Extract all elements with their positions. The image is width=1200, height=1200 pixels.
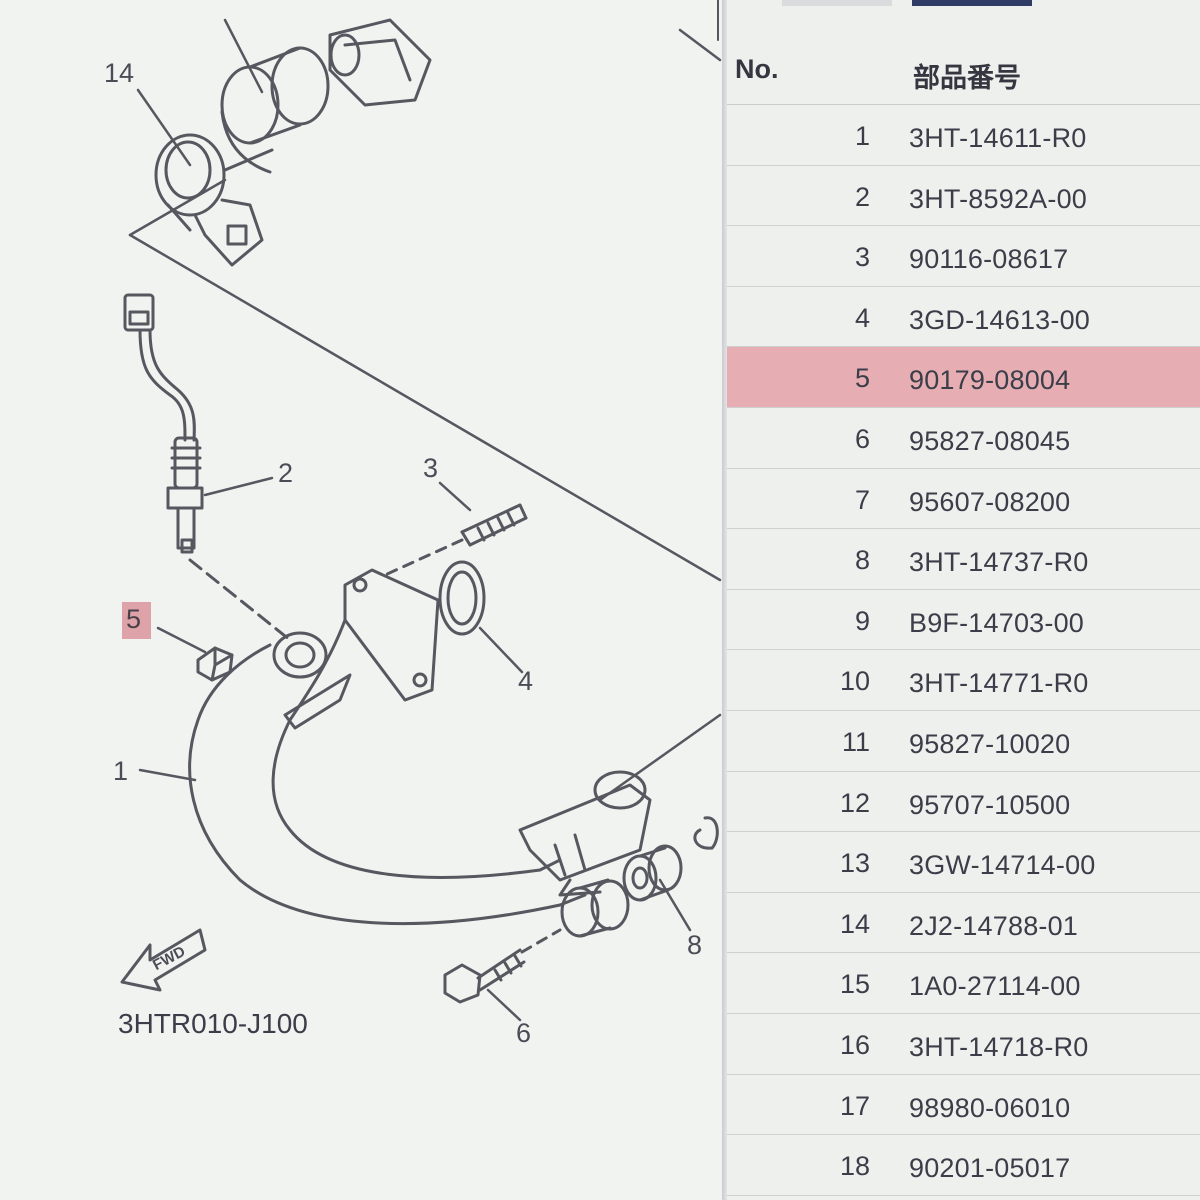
table-row[interactable]: 10 3HT-14771-R0 — [727, 650, 1200, 711]
table-row[interactable]: 6 95827-08045 — [727, 408, 1200, 469]
row-number: 10 — [839, 666, 870, 697]
callout-4: 4 — [518, 666, 534, 696]
row-number: 7 — [854, 484, 870, 515]
row-number: 18 — [839, 1151, 870, 1182]
row-number: 13 — [839, 848, 870, 879]
table-row[interactable]: 13 3GW-14714-00 — [727, 832, 1200, 893]
gasket-part — [438, 560, 486, 636]
table-row[interactable]: 8 3HT-14737-R0 — [727, 529, 1200, 590]
row-number: 16 — [839, 1029, 870, 1060]
clamp-part — [154, 133, 264, 267]
table-row-highlighted[interactable]: 5 90179-08004 — [727, 347, 1200, 408]
pane-divider[interactable] — [722, 0, 727, 1200]
parts-diagram: 14 2 3 5 4 1 8 6 FWD 3HTR010-J100 — [104, 0, 722, 1048]
fwd-arrow-icon — [120, 928, 207, 992]
row-number: 1 — [854, 121, 870, 151]
part-number[interactable]: 90179-08004 — [909, 365, 1071, 396]
callout-8: 8 — [687, 930, 703, 960]
tab-stub-active[interactable] — [912, 0, 1032, 6]
part-number[interactable]: 3GW-14714-00 — [909, 850, 1096, 881]
table-row[interactable]: 9 B9F-14703-00 — [727, 590, 1200, 651]
exhaust-pipe-part — [188, 568, 652, 926]
part-number[interactable]: 2J2-14788-01 — [909, 910, 1079, 941]
part-number[interactable]: 3HT-8592A-00 — [909, 183, 1088, 214]
part-number[interactable]: 95827-08045 — [909, 425, 1071, 456]
part-number[interactable]: 3HT-14771-R0 — [909, 668, 1089, 699]
table-row[interactable]: 16 3HT-14718-R0 — [727, 1014, 1200, 1075]
table-row[interactable]: 3 90116-08617 — [727, 226, 1200, 287]
callout-14: 14 — [104, 58, 135, 88]
part-number[interactable]: 1A0-27114-00 — [909, 971, 1081, 1002]
exhaust-exploded-view — [120, 0, 722, 1022]
part-number[interactable]: 3HT-14718-R0 — [909, 1031, 1089, 1062]
header-no: No. — [735, 54, 779, 84]
header-part-number: 部品番号 — [913, 63, 1021, 93]
callout-5-highlighted: 5 — [122, 602, 152, 639]
part-number[interactable]: 95607-08200 — [909, 486, 1071, 517]
top-tab-strip — [722, 0, 1200, 6]
row-number: 9 — [854, 605, 870, 636]
row-number: 11 — [841, 726, 870, 757]
row-number: 17 — [839, 1090, 870, 1121]
row-number: 8 — [854, 545, 870, 576]
row-number: 6 — [854, 423, 870, 454]
stud-bolt-part — [383, 503, 528, 577]
table-row[interactable]: 11 95827-10020 — [727, 711, 1200, 772]
row-number: 2 — [854, 181, 870, 212]
part-number[interactable]: 3HT-14737-R0 — [909, 547, 1089, 578]
part-number[interactable]: 3HT-14611-R0 — [909, 123, 1087, 153]
row-number: 14 — [839, 908, 870, 939]
flange-bolt-part — [443, 928, 562, 1004]
part-number[interactable]: 98980-06010 — [909, 1092, 1071, 1123]
part-number[interactable]: 3GD-14613-00 — [909, 304, 1091, 335]
part-number[interactable]: 95827-10020 — [909, 728, 1071, 759]
o2-sensor-part — [123, 293, 292, 642]
parts-table: No. 部品番号 1 3HT-14611-R0 2 3HT-8592A-00 3 9011… — [727, 36, 1200, 1196]
row-number: 15 — [839, 969, 870, 1000]
table-row[interactable]: 18 90201-05017 — [727, 1135, 1200, 1196]
damper-collar-part — [560, 816, 719, 938]
table-row[interactable]: 2 3HT-8592A-00 — [727, 166, 1200, 227]
callout-6: 6 — [516, 1018, 532, 1048]
leader-lines — [136, 18, 692, 1022]
part-number[interactable]: 90116-08617 — [909, 244, 1069, 275]
diagram-code: 3HTR010-J100 — [118, 1008, 308, 1039]
table-row[interactable]: 12 95707-10500 — [727, 772, 1200, 833]
pipe-joint-part — [328, 18, 432, 107]
row-number: 5 — [854, 363, 870, 394]
table-row[interactable]: 7 95607-08200 — [727, 469, 1200, 530]
row-number: 4 — [854, 302, 870, 333]
callout-3: 3 — [423, 453, 439, 483]
table-row[interactable]: 1 3HT-14611-R0 — [727, 105, 1200, 166]
callout-1: 1 — [113, 756, 129, 786]
part-number[interactable]: 95707-10500 — [909, 789, 1071, 820]
table-row[interactable]: 15 1A0-27114-00 — [727, 953, 1200, 1014]
part-number[interactable]: B9F-14703-00 — [909, 607, 1085, 638]
table-row[interactable]: 4 3GD-14613-00 — [727, 287, 1200, 348]
row-number: 12 — [839, 787, 870, 818]
table-row[interactable]: 17 98980-06010 — [727, 1075, 1200, 1136]
row-number: 3 — [854, 242, 870, 273]
callout-2: 2 — [278, 458, 294, 488]
pipe-sleeve-part — [220, 46, 330, 174]
table-body: 1 3HT-14611-R0 2 3HT-8592A-00 3 90116-08617 4 3… — [727, 105, 1200, 1196]
table-header: No. 部品番号 — [727, 36, 1200, 105]
tab-stub[interactable] — [782, 0, 892, 6]
table-row[interactable]: 14 2J2-14788-01 — [727, 893, 1200, 954]
part-number[interactable]: 90201-05017 — [909, 1153, 1071, 1184]
